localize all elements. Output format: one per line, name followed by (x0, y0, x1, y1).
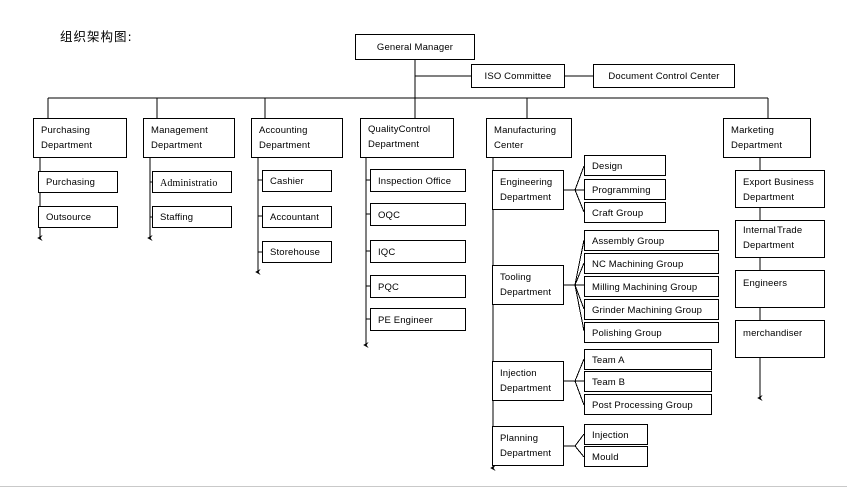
node-programming[interactable]: Programming (584, 179, 666, 200)
node-quality-control-department[interactable]: Quality Control Department (360, 118, 454, 158)
node-iqc[interactable]: IQC (370, 240, 466, 263)
node-grinder-machining-group[interactable]: Grinder Machining Group (584, 299, 719, 320)
internal-trade-line-1: Internal Trade (743, 224, 802, 239)
node-storehouse[interactable]: Storehouse (262, 241, 332, 263)
page-title: 组织架构图: (60, 29, 133, 44)
node-general-manager[interactable]: General Manager (355, 34, 475, 60)
node-post-processing-group[interactable]: Post Processing Group (584, 394, 712, 415)
node-pqc[interactable]: PQC (370, 275, 466, 298)
node-document-control-center[interactable]: Document Control Center (593, 64, 735, 88)
node-team-a[interactable]: Team A (584, 349, 712, 370)
node-polishing-group[interactable]: Polishing Group (584, 322, 719, 343)
node-staffing[interactable]: Staffing (152, 206, 232, 228)
it-word-department: Department (743, 240, 795, 251)
node-injection[interactable]: Injection (584, 424, 648, 445)
node-internal-trade-department[interactable]: Internal Trade Department (735, 220, 825, 258)
node-planning-department[interactable]: Planning Department (492, 426, 564, 466)
node-team-b[interactable]: Team B (584, 371, 712, 392)
node-oqc[interactable]: OQC (370, 203, 466, 226)
node-management-department[interactable]: Management Department (143, 118, 235, 158)
node-mould[interactable]: Mould (584, 446, 648, 467)
node-tooling-department[interactable]: Tooling Department (492, 265, 564, 305)
quality-control-line-1: Quality Control (368, 123, 430, 138)
node-milling-machining-group[interactable]: Milling Machining Group (584, 276, 719, 297)
node-marketing-department[interactable]: Marketing Department (723, 118, 811, 158)
node-merchandiser[interactable]: merchandiser (735, 320, 825, 358)
node-injection-department[interactable]: Injection Department (492, 361, 564, 401)
page-bottom-divider (0, 486, 847, 487)
qc-word-quality: Quality (368, 124, 399, 136)
node-outsource[interactable]: Outsource (38, 206, 118, 228)
node-purchasing[interactable]: Purchasing (38, 171, 118, 193)
node-assembly-group[interactable]: Assembly Group (584, 230, 719, 251)
node-accountant[interactable]: Accountant (262, 206, 332, 228)
it-word-internal: Internal (743, 225, 776, 237)
qc-word-department: Department (368, 139, 420, 150)
node-design[interactable]: Design (584, 155, 666, 176)
qc-word-control: Control (398, 124, 431, 136)
node-engineering-department[interactable]: Engineering Department (492, 170, 564, 210)
node-iso-committee[interactable]: ISO Committee (471, 64, 565, 88)
node-engineers[interactable]: Engineers (735, 270, 825, 308)
node-inspection-office[interactable]: Inspection Office (370, 169, 466, 192)
node-cashier[interactable]: Cashier (262, 170, 332, 192)
node-craft-group[interactable]: Craft Group (584, 202, 666, 223)
node-nc-machining-group[interactable]: NC Machining Group (584, 253, 719, 274)
node-manufacturing-center[interactable]: Manufacturing Center (486, 118, 572, 158)
node-purchasing-department[interactable]: Purchasing Department (33, 118, 127, 158)
it-word-trade: Trade (777, 225, 803, 237)
node-export-business-department[interactable]: Export Business Department (735, 170, 825, 208)
node-administratio[interactable]: Administratio (152, 171, 232, 193)
node-accounting-department[interactable]: Accounting Department (251, 118, 343, 158)
node-pe-engineer[interactable]: PE Engineer (370, 308, 466, 331)
